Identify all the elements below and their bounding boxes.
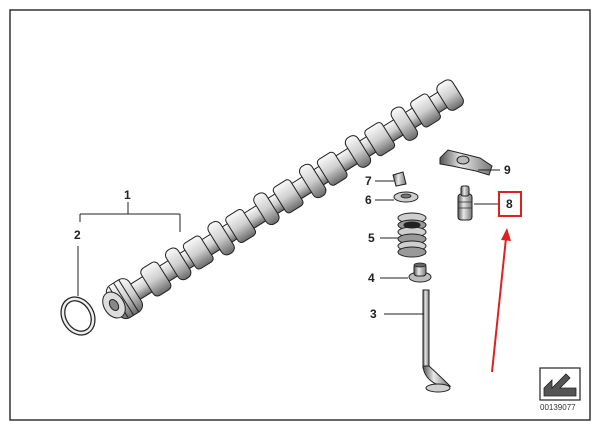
callout-7: 7 [365, 174, 372, 188]
callout-3: 3 [370, 307, 377, 321]
drawing-code: 00139077 [540, 403, 576, 412]
callout-5: 5 [368, 231, 375, 245]
sealing-ring [60, 296, 96, 336]
valve-spring-retainer [393, 191, 419, 203]
part-8-highlight-box [498, 191, 522, 217]
callout-1: 1 [124, 188, 131, 202]
callout-4: 4 [368, 271, 375, 285]
camshaft [102, 79, 464, 320]
intake-valve [422, 289, 452, 393]
valve-stem-seal [408, 262, 432, 283]
diagram-frame [9, 9, 591, 421]
valve-cotter [392, 171, 407, 187]
callout-6: 6 [365, 193, 372, 207]
leader-lines [77, 169, 500, 315]
callout-2: 2 [74, 228, 81, 242]
callout-8: 8 [506, 197, 513, 211]
valve-spring [397, 212, 427, 258]
rocker-arm [439, 149, 493, 176]
exploded-view-arrow-icon [539, 367, 581, 401]
red-arrow-icon [491, 228, 511, 373]
hydraulic-lash-adjuster [457, 185, 473, 221]
callout-9: 9 [504, 163, 511, 177]
